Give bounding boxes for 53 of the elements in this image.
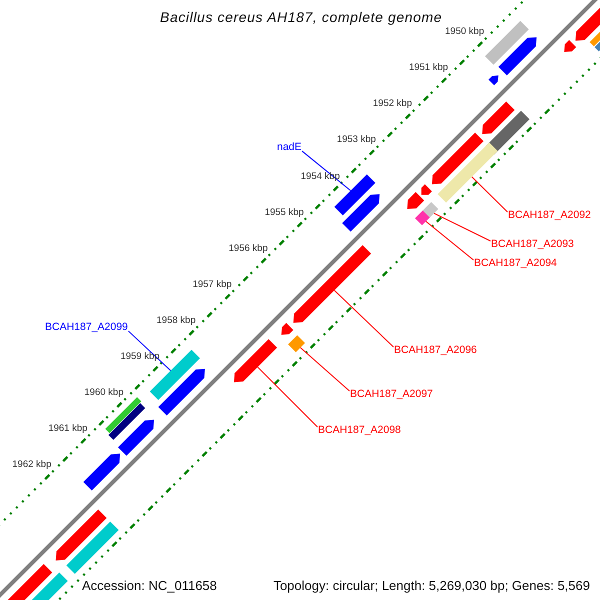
gene-bar [108,403,146,440]
scale-label: 1955 kbp [264,208,304,218]
leader-line [334,290,394,348]
pointed-gene-block [488,75,498,86]
scale-label: 1951 kbp [408,63,448,74]
pointed-gene-block [482,102,515,134]
gene-bar [484,20,529,65]
scale-label: 1962 kbp [12,460,52,471]
scale-label: 1961 kbp [48,424,88,435]
gene-bar [105,397,142,434]
gene-diamond [288,335,305,352]
scale-label: 1957 kbp [192,280,232,291]
pointed-gene-block [83,454,120,490]
pointed-gene-block [158,368,205,416]
gene-label: BCAH187_A2093 [491,238,574,250]
gene-bar [66,522,119,574]
pointed-gene-block [432,132,484,184]
pointed-gene-block [421,184,432,195]
scale-label: 1952 kbp [372,99,412,110]
gene-label: nadE [277,141,302,154]
leader-line [257,366,318,428]
pointed-gene-block [564,40,576,52]
title: Bacillus cereus AH187, complete genome [160,9,442,26]
gene-diamond [414,210,430,226]
gene-diamond [422,202,438,218]
footer-text: Accession: NC_011658 [82,579,217,594]
gene-bar [438,142,498,203]
scale-label: 1960 kbp [84,388,124,399]
pointed-gene-block [234,339,278,382]
gene-label: BCAH187_A2096 [394,344,477,356]
scale-label: 1958 kbp [156,316,196,327]
leader-line [300,347,350,392]
pointed-gene-block [498,37,537,76]
gene-label: BCAH187_A2098 [318,424,401,436]
pointed-gene-block [56,510,107,560]
leader-line [434,212,491,242]
footer-text: Topology: circular; Length: 5,269,030 bp; Genes: 5,569 [273,579,590,594]
scale-label: 1953 kbp [336,135,376,146]
gene-label: BCAH187_A2092 [508,209,591,222]
pointed-gene-block [293,245,372,323]
leader-line [302,150,352,192]
gene-label: BCAH187_A2094 [474,257,557,270]
scale-label: 1950 kbp [445,27,484,38]
gene-label: BCAH187_A2099 [45,321,128,334]
leader-line [128,330,172,372]
leader-line [425,220,474,260]
gene-label: BCAH187_A2097 [350,388,433,400]
leader-line [471,176,508,212]
pointed-gene-block [281,322,294,335]
pointed-gene-block [118,420,154,456]
pointed-gene-block [407,192,424,210]
pointed-gene-block [342,194,380,232]
scale-label: 1956 kbp [228,244,268,255]
